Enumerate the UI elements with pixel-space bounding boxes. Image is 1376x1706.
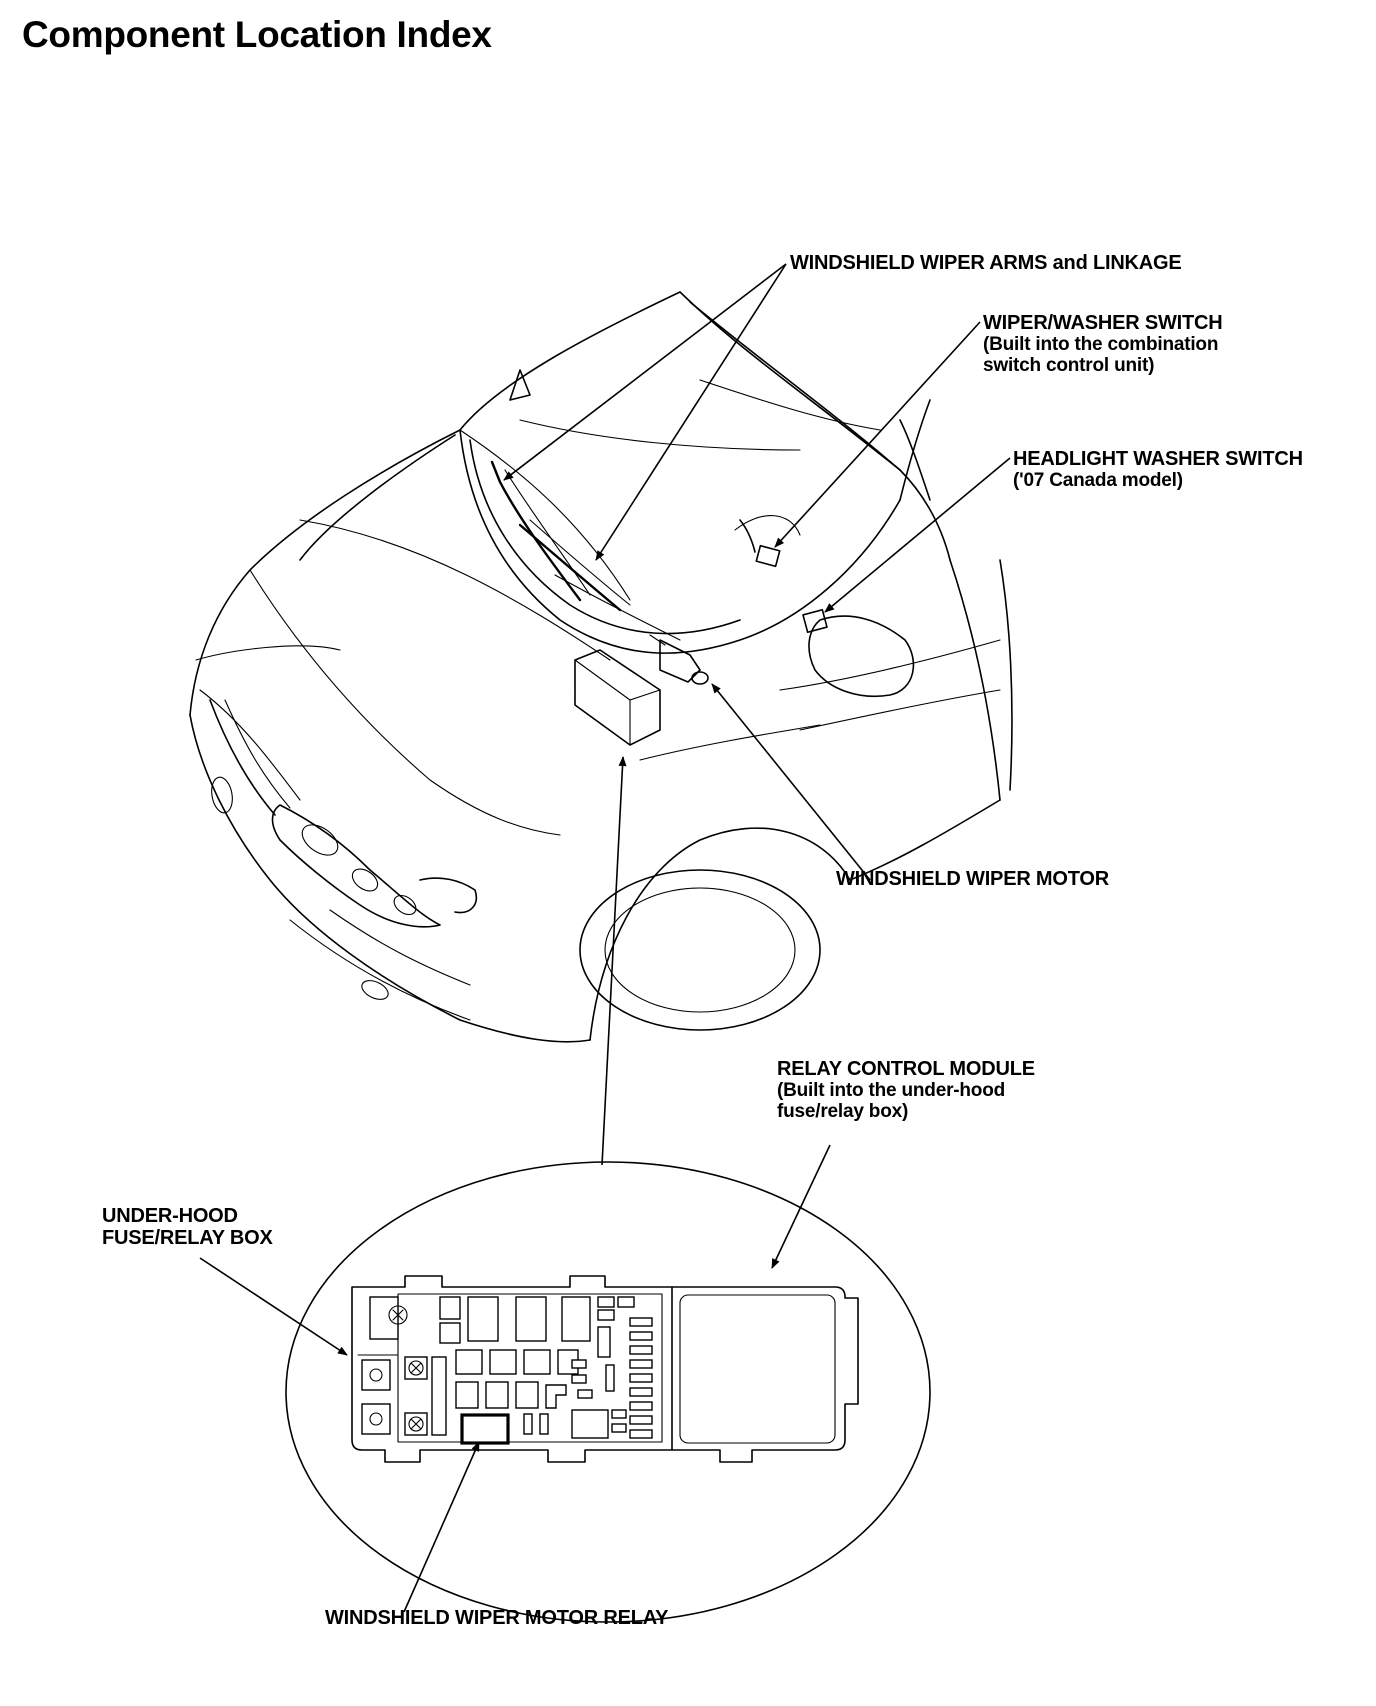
label-headlight-washer-switch-line2: ('07 Canada model) — [1013, 470, 1183, 491]
label-wiper-motor-line1: WINDSHIELD WIPER MOTOR — [836, 868, 1110, 890]
label-wiper-motor-relay-line1: WINDSHIELD WIPER MOTOR RELAY — [325, 1607, 669, 1629]
label-under-hood-box: UNDER-HOOD FUSE/RELAY BOX — [102, 1205, 273, 1249]
label-relay-control-module-line3: fuse/relay box) — [777, 1101, 909, 1122]
label-wiper-washer-switch-line2: (Built into the combination — [983, 334, 1219, 355]
label-headlight-washer-switch-line1: HEADLIGHT WASHER SWITCH — [1013, 448, 1303, 470]
label-wiper-motor-relay: WINDSHIELD WIPER MOTOR RELAY — [325, 1607, 669, 1629]
page-title: Component Location Index — [22, 14, 492, 55]
label-wiper-arms-line1: WINDSHIELD WIPER ARMS and LINKAGE — [790, 252, 1182, 274]
wiper-motor-relay-block — [460, 1413, 510, 1445]
label-wiper-arms: WINDSHIELD WIPER ARMS and LINKAGE — [790, 252, 1182, 274]
label-under-hood-box-line1: UNDER-HOOD — [102, 1205, 238, 1227]
leader-lines — [199, 263, 1011, 1613]
label-wiper-washer-switch-line1: WIPER/WASHER SWITCH — [983, 312, 1223, 334]
car-illustration — [189, 291, 1013, 1043]
label-wiper-washer-switch-line3: switch control unit) — [983, 355, 1155, 376]
label-under-hood-box-line2: FUSE/RELAY BOX — [102, 1227, 273, 1249]
label-wiper-motor: WINDSHIELD WIPER MOTOR — [836, 868, 1109, 890]
label-relay-control-module: RELAY CONTROL MODULE (Built into the und… — [777, 1058, 1035, 1122]
label-wiper-washer-switch: WIPER/WASHER SWITCH (Built into the comb… — [983, 312, 1223, 376]
fuse-box-detail — [285, 1161, 931, 1623]
label-relay-control-module-line2: (Built into the under-hood — [777, 1080, 1006, 1101]
label-relay-control-module-line1: RELAY CONTROL MODULE — [777, 1058, 1035, 1080]
label-headlight-washer-switch: HEADLIGHT WASHER SWITCH ('07 Canada mode… — [1013, 448, 1303, 491]
